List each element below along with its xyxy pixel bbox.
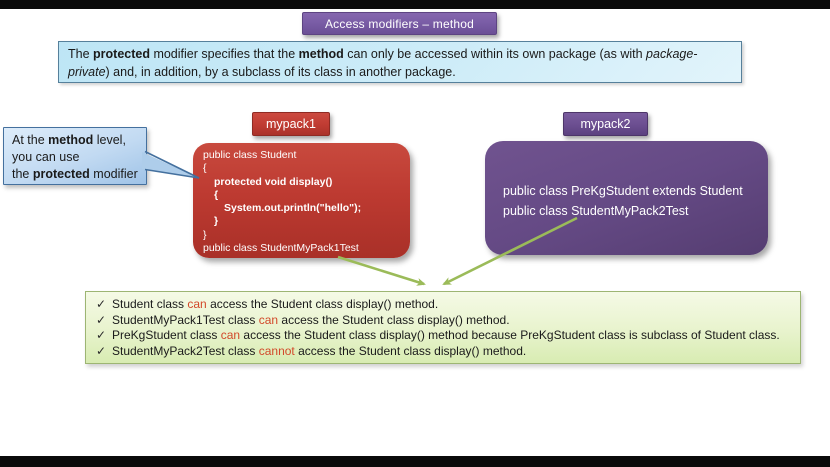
check-icon: ✓ — [96, 328, 107, 343]
result-item: ✓ Student class can access the Student c… — [96, 297, 439, 311]
bottom-letterbox-bar — [0, 456, 830, 467]
page-title: Access modifiers – method — [302, 12, 497, 35]
code-line: { — [203, 162, 207, 175]
mypack2-box: public class PreKgStudent extends Studen… — [485, 141, 768, 255]
results-box: ✓ Student class can access the Student c… — [85, 291, 801, 364]
callout-tail — [142, 152, 199, 178]
info-text: ) and, in addition, by a subclass of its… — [105, 65, 456, 79]
check-icon: ✓ — [96, 343, 107, 358]
info-text: The — [68, 47, 94, 61]
arrow-mypack1-to-results — [337, 255, 426, 286]
mypack2-line: public class StudentMyPack2Test — [503, 204, 689, 218]
code-line: protected void display() — [214, 175, 333, 188]
code-line: } — [214, 215, 219, 228]
info-text-italic: package-private — [68, 47, 698, 79]
code-line: { — [214, 188, 219, 201]
mypack1-code-box: public class Student { protected void di… — [193, 143, 410, 258]
mypack1-label: mypack1 — [252, 112, 330, 136]
info-text: can only be accessed within its own pack… — [343, 47, 647, 61]
result-item: ✓ PreKgStudent class can access the Stud… — [96, 328, 780, 343]
keyword-can: can — [258, 312, 279, 327]
callout-box: At the method level, you can use the pro… — [3, 127, 147, 185]
info-text-bold: method — [298, 47, 344, 61]
callout-tail-border — [144, 150, 200, 179]
code-line: public class StudentMyPack1Test — [203, 242, 359, 255]
info-box: The protected modifier specifies that th… — [58, 41, 742, 83]
callout-line: At the method level, — [12, 133, 126, 147]
keyword-can: can — [187, 297, 207, 311]
code-line: } — [203, 228, 207, 241]
callout-line: the protected modifier — [12, 167, 138, 181]
result-item: ✓ StudentMyPack1Test class can access th… — [96, 312, 510, 327]
code-line: public class Student — [203, 149, 297, 161]
mypack2-label: mypack2 — [563, 112, 648, 136]
info-text: modifier specifies that the — [149, 47, 299, 61]
mypack2-line: public class PreKgStudent extends Studen… — [503, 184, 743, 198]
result-item: ✓ StudentMyPack2Test class cannot access… — [96, 343, 527, 358]
top-letterbox-bar — [0, 0, 830, 9]
info-text-bold: protected — [93, 47, 150, 61]
code-line: System.out.println("hello"); — [224, 202, 362, 215]
keyword-cannot: cannot — [258, 343, 295, 358]
keyword-can: can — [220, 328, 241, 343]
check-icon: ✓ — [96, 312, 107, 327]
page-title-label: Access modifiers – method — [324, 16, 475, 31]
check-icon: ✓ — [96, 297, 107, 311]
callout-line: you can use — [12, 150, 80, 164]
